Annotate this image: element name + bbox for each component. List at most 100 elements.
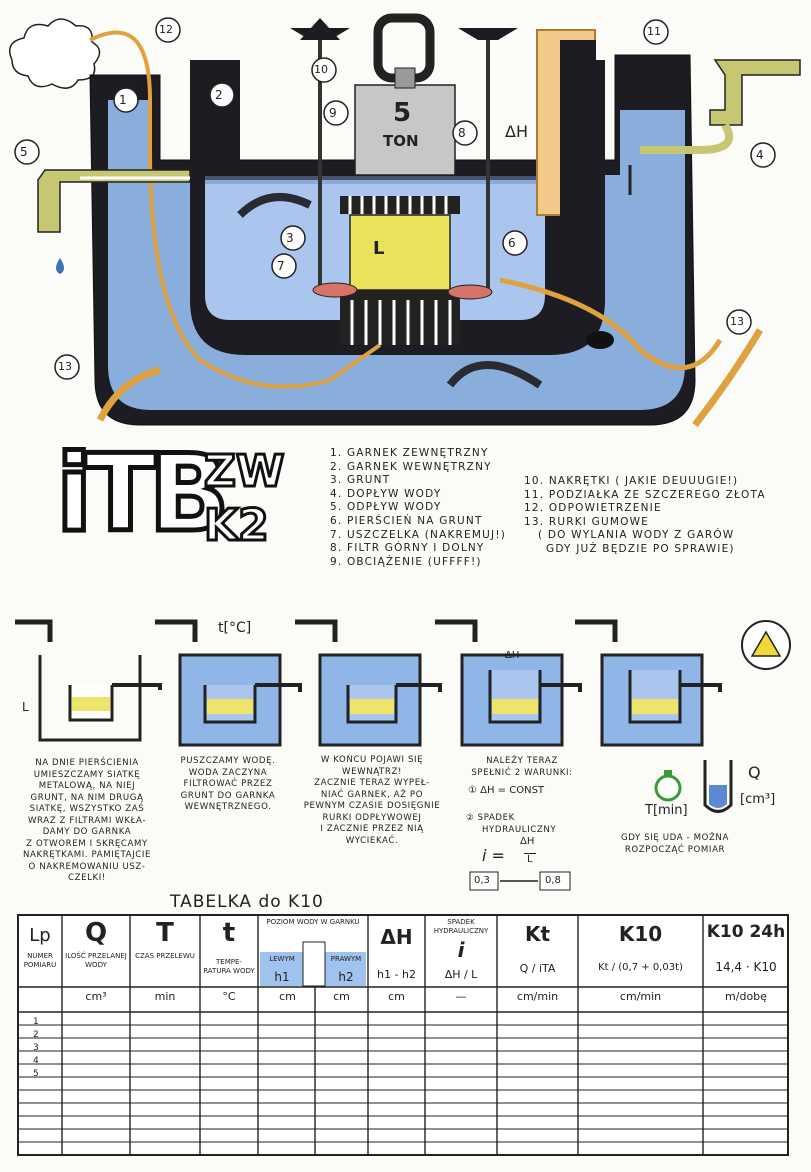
legend-left: 1. GARNEK ZEWNĘTRZNY 2. GARNEK WEWNĘTRZN… (330, 447, 506, 569)
table-row-number: 1 (33, 1017, 39, 1027)
callout-13-left: 13 (58, 360, 72, 373)
steps-sketches (15, 619, 791, 891)
callout-5: 5 (20, 145, 28, 159)
length-label: L (22, 700, 29, 714)
callout-11: 11 (647, 25, 661, 38)
delta-h-label: ΔH (505, 122, 528, 141)
col-k10-24h-formula: 14,4 · K10 (715, 960, 777, 974)
col-temp-symbol: t (222, 918, 236, 948)
col-temp-desc: TEMPE- RATURA WODY (203, 958, 255, 975)
legend-item: GDY JUŻ BĘDZIE PO SPRAWIE) (546, 542, 735, 555)
callout-2: 2 (215, 88, 223, 102)
step-pot-5 (575, 619, 722, 747)
callout-9: 9 (329, 106, 337, 120)
legend-item: 12. ODPOWIETRZENIE (524, 502, 662, 515)
col-t-desc: CZAS PRZELEWU (135, 952, 195, 960)
i-formula-den: L (524, 853, 536, 865)
col-h2-desc: PRAWYM (330, 955, 362, 963)
condition-1: ① ΔH = CONST (468, 785, 545, 796)
col-h1-unit: cm (279, 990, 296, 1003)
col-level-header: POZIOM WODY W GARNKU (266, 918, 360, 926)
legend-item: 13. RURKI GUMOWE (524, 515, 649, 528)
logo-bottom: K2 (203, 499, 271, 553)
logo: iTB ZW K2 (53, 430, 296, 558)
callout-6: 6 (508, 236, 516, 250)
col-k10-unit: cm/min (619, 990, 662, 1003)
col-k10-24h-unit: m/dobę (725, 990, 767, 1003)
col-i-desc: SPADEK HYDRAULICZNY (433, 918, 489, 935)
col-h2-unit: cm (333, 990, 350, 1003)
cloud-shape (9, 18, 101, 89)
table-row-number: 3 (33, 1043, 39, 1053)
apparatus-diagram (9, 13, 801, 428)
table-grid (17, 914, 789, 1156)
table-title: TABELKA do K10 (170, 892, 324, 912)
callout-1: 1 (119, 93, 127, 107)
col-k10-formula: Kt / (0,7 + 0,03t) (598, 962, 683, 973)
step-pot-2 (155, 619, 302, 747)
col-kt-symbol: Kt (524, 922, 551, 946)
legend-item: ( DO WYLANIA WODY Z GARÓW (538, 529, 735, 542)
col-h1-symbol: h1 (274, 970, 290, 984)
gasket-right (447, 284, 493, 300)
warning-icon (741, 620, 791, 670)
col-kt-unit: cm/min (516, 990, 559, 1003)
step-dh-label: ΔH (505, 650, 520, 661)
col-i-symbol: i (457, 938, 465, 962)
col-temp-unit: °C (222, 990, 236, 1003)
time-unit-label: T[min] (645, 803, 688, 818)
legend-item: 2. GARNEK WEWNĘTRZNY (330, 460, 492, 473)
col-lp-symbol: Lp (29, 925, 51, 946)
col-h1-desc: LEWYM (269, 955, 295, 963)
callout-10: 10 (314, 63, 328, 76)
outflow-pipe (37, 169, 191, 233)
legend-item: 9. OBCIĄŻENIE (Uffff!) (330, 555, 482, 568)
measuring-cylinder-icon (703, 760, 733, 813)
range-low: 0,3 (474, 875, 490, 886)
col-k10-symbol: K10 (618, 922, 663, 946)
cm3-label: [cm³] (740, 792, 776, 807)
step-pot-1 (15, 619, 162, 742)
table-row-number: 4 (33, 1056, 39, 1066)
weight-unit: TON (383, 132, 419, 150)
col-q-symbol: Q (84, 918, 108, 948)
step-pot-3 (295, 619, 442, 747)
q-label: Q (748, 763, 761, 782)
table-row-number: 5 (33, 1069, 39, 1079)
col-i-unit: — (455, 990, 467, 1003)
soil-length-label: L (373, 238, 385, 259)
col-dh-unit: cm (388, 990, 405, 1003)
legend-item: 3. GRUNT (330, 474, 391, 487)
logo-main: iTB (53, 430, 231, 558)
step-pot-4 (435, 619, 582, 747)
inflow-pipe (709, 59, 801, 126)
table-row-number: 2 (33, 1030, 39, 1040)
filter-top (340, 196, 460, 214)
weight-number: 5 (393, 98, 412, 128)
col-dh-symbol: ΔH (380, 925, 413, 949)
i-formula-num: ΔH (520, 836, 535, 847)
gasket-left (312, 282, 358, 298)
legend-item: 8. FILTR GÓRNY I DOLNY (330, 542, 485, 555)
stopwatch-icon (654, 770, 682, 802)
callout-4: 4 (756, 148, 764, 162)
i-formula-label: i = (482, 846, 505, 865)
legend-item: 6. PIERŚCIEŃ NA GRUNT (330, 514, 483, 527)
col-q-unit: cm³ (85, 990, 107, 1003)
col-h2-symbol: h2 (338, 970, 354, 984)
callout-3: 3 (286, 231, 294, 245)
col-k10-24h-symbol: K10 24h (706, 922, 786, 942)
soil-sample (349, 214, 451, 291)
col-t-unit: min (154, 990, 176, 1003)
legend-item: 11. PODZIAŁKA ZE SZCZEREGO ZŁOTA (524, 488, 766, 501)
legend-item: 10. NAKRĘTKI ( JAKIE DEUUUGIE!) (524, 475, 739, 487)
col-q-desc: ILOŚĆ PRZELANEJ WODY (65, 952, 127, 969)
temperature-label: t[°C] (218, 620, 252, 636)
legend-item: 7. USZCZELKA (NAKREMUJ!) (330, 528, 507, 541)
range-high: 0,8 (545, 875, 561, 886)
logo-top: ZW (202, 445, 285, 499)
